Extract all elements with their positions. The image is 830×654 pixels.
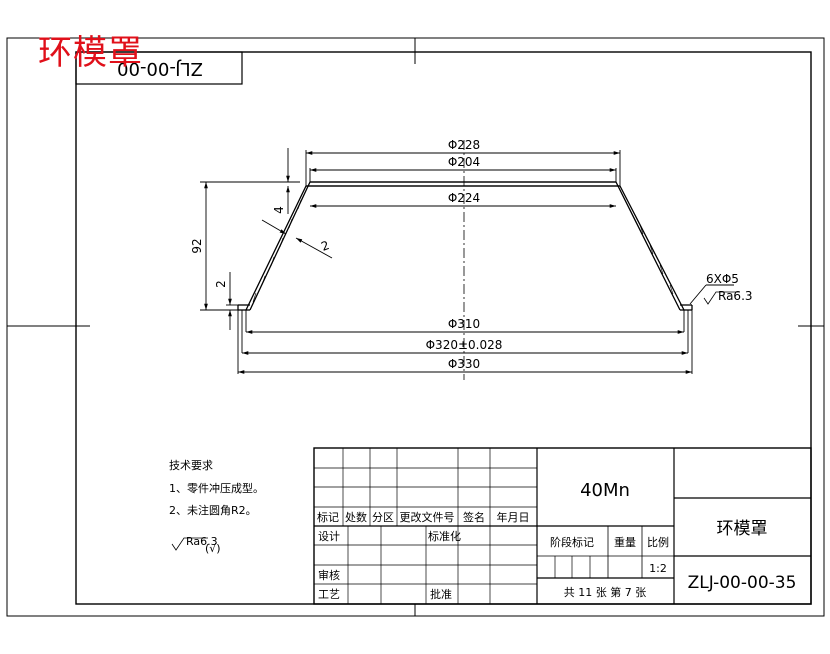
tb-sheets: 共 11 张 第 7 张 <box>564 585 646 599</box>
dimension-lines <box>200 148 734 374</box>
dim-h4: 4 <box>272 206 286 214</box>
tech-roughness-value: Ra6.3 <box>186 535 218 548</box>
dim-d330: Φ330 <box>448 357 480 371</box>
tb-stage-mark: 阶段标记 <box>550 535 594 549</box>
corner-code: ZLJ-00-00 <box>117 58 203 79</box>
tb-standardization: 标准化 <box>428 529 461 543</box>
outer-sheet-border <box>6 37 825 617</box>
centering-marks <box>7 38 824 616</box>
dim-wall: 2 <box>319 238 331 254</box>
tb-design: 设计 <box>318 530 340 543</box>
tb-scale: 1:2 <box>649 562 667 575</box>
dim-d204: Φ204 <box>448 155 480 169</box>
tb-header-sign: 签名 <box>463 510 485 524</box>
tb-process: 工艺 <box>318 588 340 601</box>
wall-hatch <box>252 199 674 303</box>
dim-h2: 2 <box>214 280 228 288</box>
tb-scale-label: 比例 <box>647 535 669 549</box>
tb-weight: 重量 <box>614 535 636 549</box>
corner-code-box <box>75 51 243 85</box>
tech-heading: 技术要求 <box>169 459 213 472</box>
tech-item-2: 2、未注圆角R2。 <box>169 503 257 517</box>
tb-drawing-no: ZLJ-00-00-35 <box>688 573 797 593</box>
dim-h92: 92 <box>190 238 204 253</box>
dim-d228: Φ228 <box>448 138 480 152</box>
dim-d320: Φ320±0.028 <box>426 338 503 352</box>
tb-header-mark: 标记 <box>317 510 339 524</box>
dim-d310: Φ310 <box>448 317 480 331</box>
tb-approve: 批准 <box>430 587 452 601</box>
tb-part-name: 环模罩 <box>717 519 768 539</box>
roughness-value: Ra6.3 <box>718 289 753 303</box>
overlay-title: 环模罩 <box>38 33 143 73</box>
tech-roughness-suffix: (√) <box>205 542 221 555</box>
tb-header-change-doc: 更改文件号 <box>400 510 455 524</box>
tb-review: 审核 <box>318 568 340 582</box>
tb-header-date: 年月日 <box>497 510 530 524</box>
tb-header-count: 处数 <box>345 511 367 524</box>
tb-header-zone: 分区 <box>372 511 394 524</box>
tech-item-1: 1、零件冲压成型。 <box>169 481 264 495</box>
dim-d224: Φ224 <box>448 191 480 205</box>
tech-roughness-symbol <box>171 537 208 551</box>
title-block <box>313 447 812 605</box>
part-outline <box>237 181 693 311</box>
roughness-symbol <box>703 291 740 305</box>
tb-material: 40Mn <box>580 480 630 501</box>
dim-holes: 6XΦ5 <box>706 272 739 286</box>
